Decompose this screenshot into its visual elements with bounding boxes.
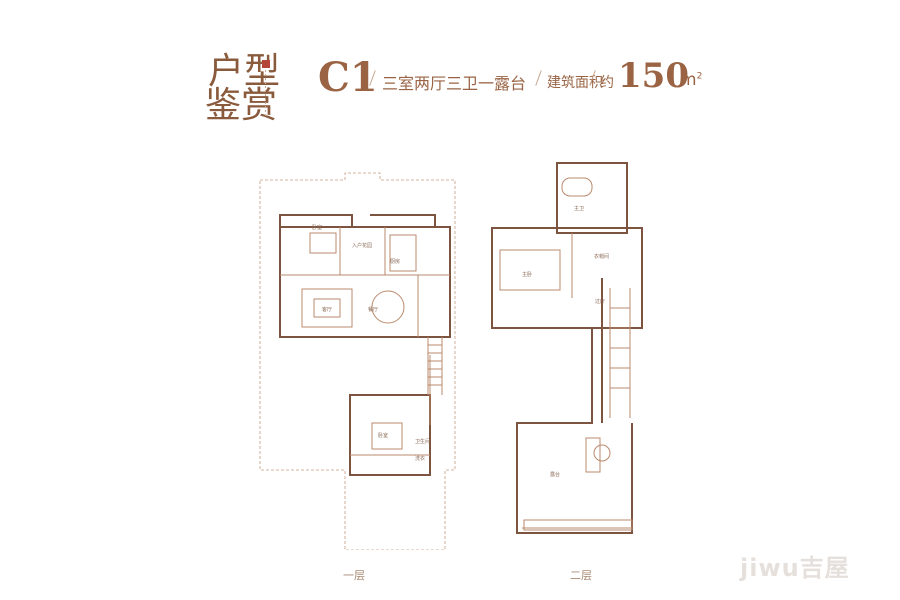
floor2-stairs — [609, 288, 631, 418]
floor2-bath-wall — [556, 162, 628, 234]
room-label-entry: 入户花园 — [352, 242, 372, 249]
room-label-bedroom2: 卧室 — [378, 432, 388, 439]
dining-table — [371, 290, 405, 324]
area-value: 150 — [618, 56, 689, 96]
area-unit: m2 — [680, 70, 703, 90]
decorative-dotted-line — [265, 70, 266, 118]
room-label-bedroom: 卧室 — [312, 224, 322, 231]
floor2-master-wall — [491, 227, 643, 329]
room-label-terrace: 露台 — [550, 471, 560, 478]
floor1-label: 一层 — [343, 569, 365, 582]
floor1-north-wall — [279, 214, 353, 227]
title-calligraphy-line2: 鉴赏 — [205, 85, 278, 126]
terrace-table — [593, 444, 611, 462]
floor2-terrace-wall — [516, 328, 633, 534]
bed2 — [371, 422, 403, 450]
bed1 — [309, 232, 337, 254]
kitchen-counter — [389, 234, 417, 272]
layout-description: 三室两厅三卫一露台 — [382, 74, 527, 93]
room-label-hall: 过厅 — [595, 298, 605, 305]
room-label-living: 客厅 — [322, 306, 332, 313]
room-label-master: 主卧 — [522, 271, 532, 278]
master-bed — [499, 249, 561, 291]
room-label-laundry: 洗衣 — [415, 455, 425, 462]
sofa-set — [301, 288, 353, 328]
bathtub — [561, 177, 593, 197]
floor1-stairs — [427, 337, 443, 395]
floor1-bedroom2-wall — [349, 394, 431, 476]
terrace-lounger — [585, 437, 601, 473]
room-label-bath: 卫生间 — [415, 438, 430, 445]
room-label-kitchen: 厨房 — [390, 258, 400, 265]
floor1-main-wall — [279, 226, 451, 338]
floor2-label: 二层 — [570, 569, 592, 582]
room-label-dining: 餐厅 — [368, 306, 378, 313]
room-label-master-bath: 主卫 — [574, 205, 584, 212]
room-label-closet: 衣帽间 — [594, 253, 609, 260]
watermark: jiwu吉屋 — [740, 554, 850, 582]
model-code: C1 — [318, 54, 378, 101]
floor1-plan: 卧室 入户花园 厨房 客厅 餐厅 卧室 卫生间 洗衣 — [259, 172, 456, 550]
separator — [535, 70, 542, 86]
coffee-table — [313, 298, 341, 318]
floor2-plan: 主卧 主卫 衣帽间 过厅 露台 — [491, 162, 643, 534]
seal-stamp — [262, 60, 270, 68]
floor1-garden-boundary — [259, 172, 456, 550]
title-calligraphy-line1: 户型 — [208, 51, 281, 92]
area-label: 建筑面积 — [547, 75, 603, 91]
approx-label: 约 — [600, 75, 614, 91]
